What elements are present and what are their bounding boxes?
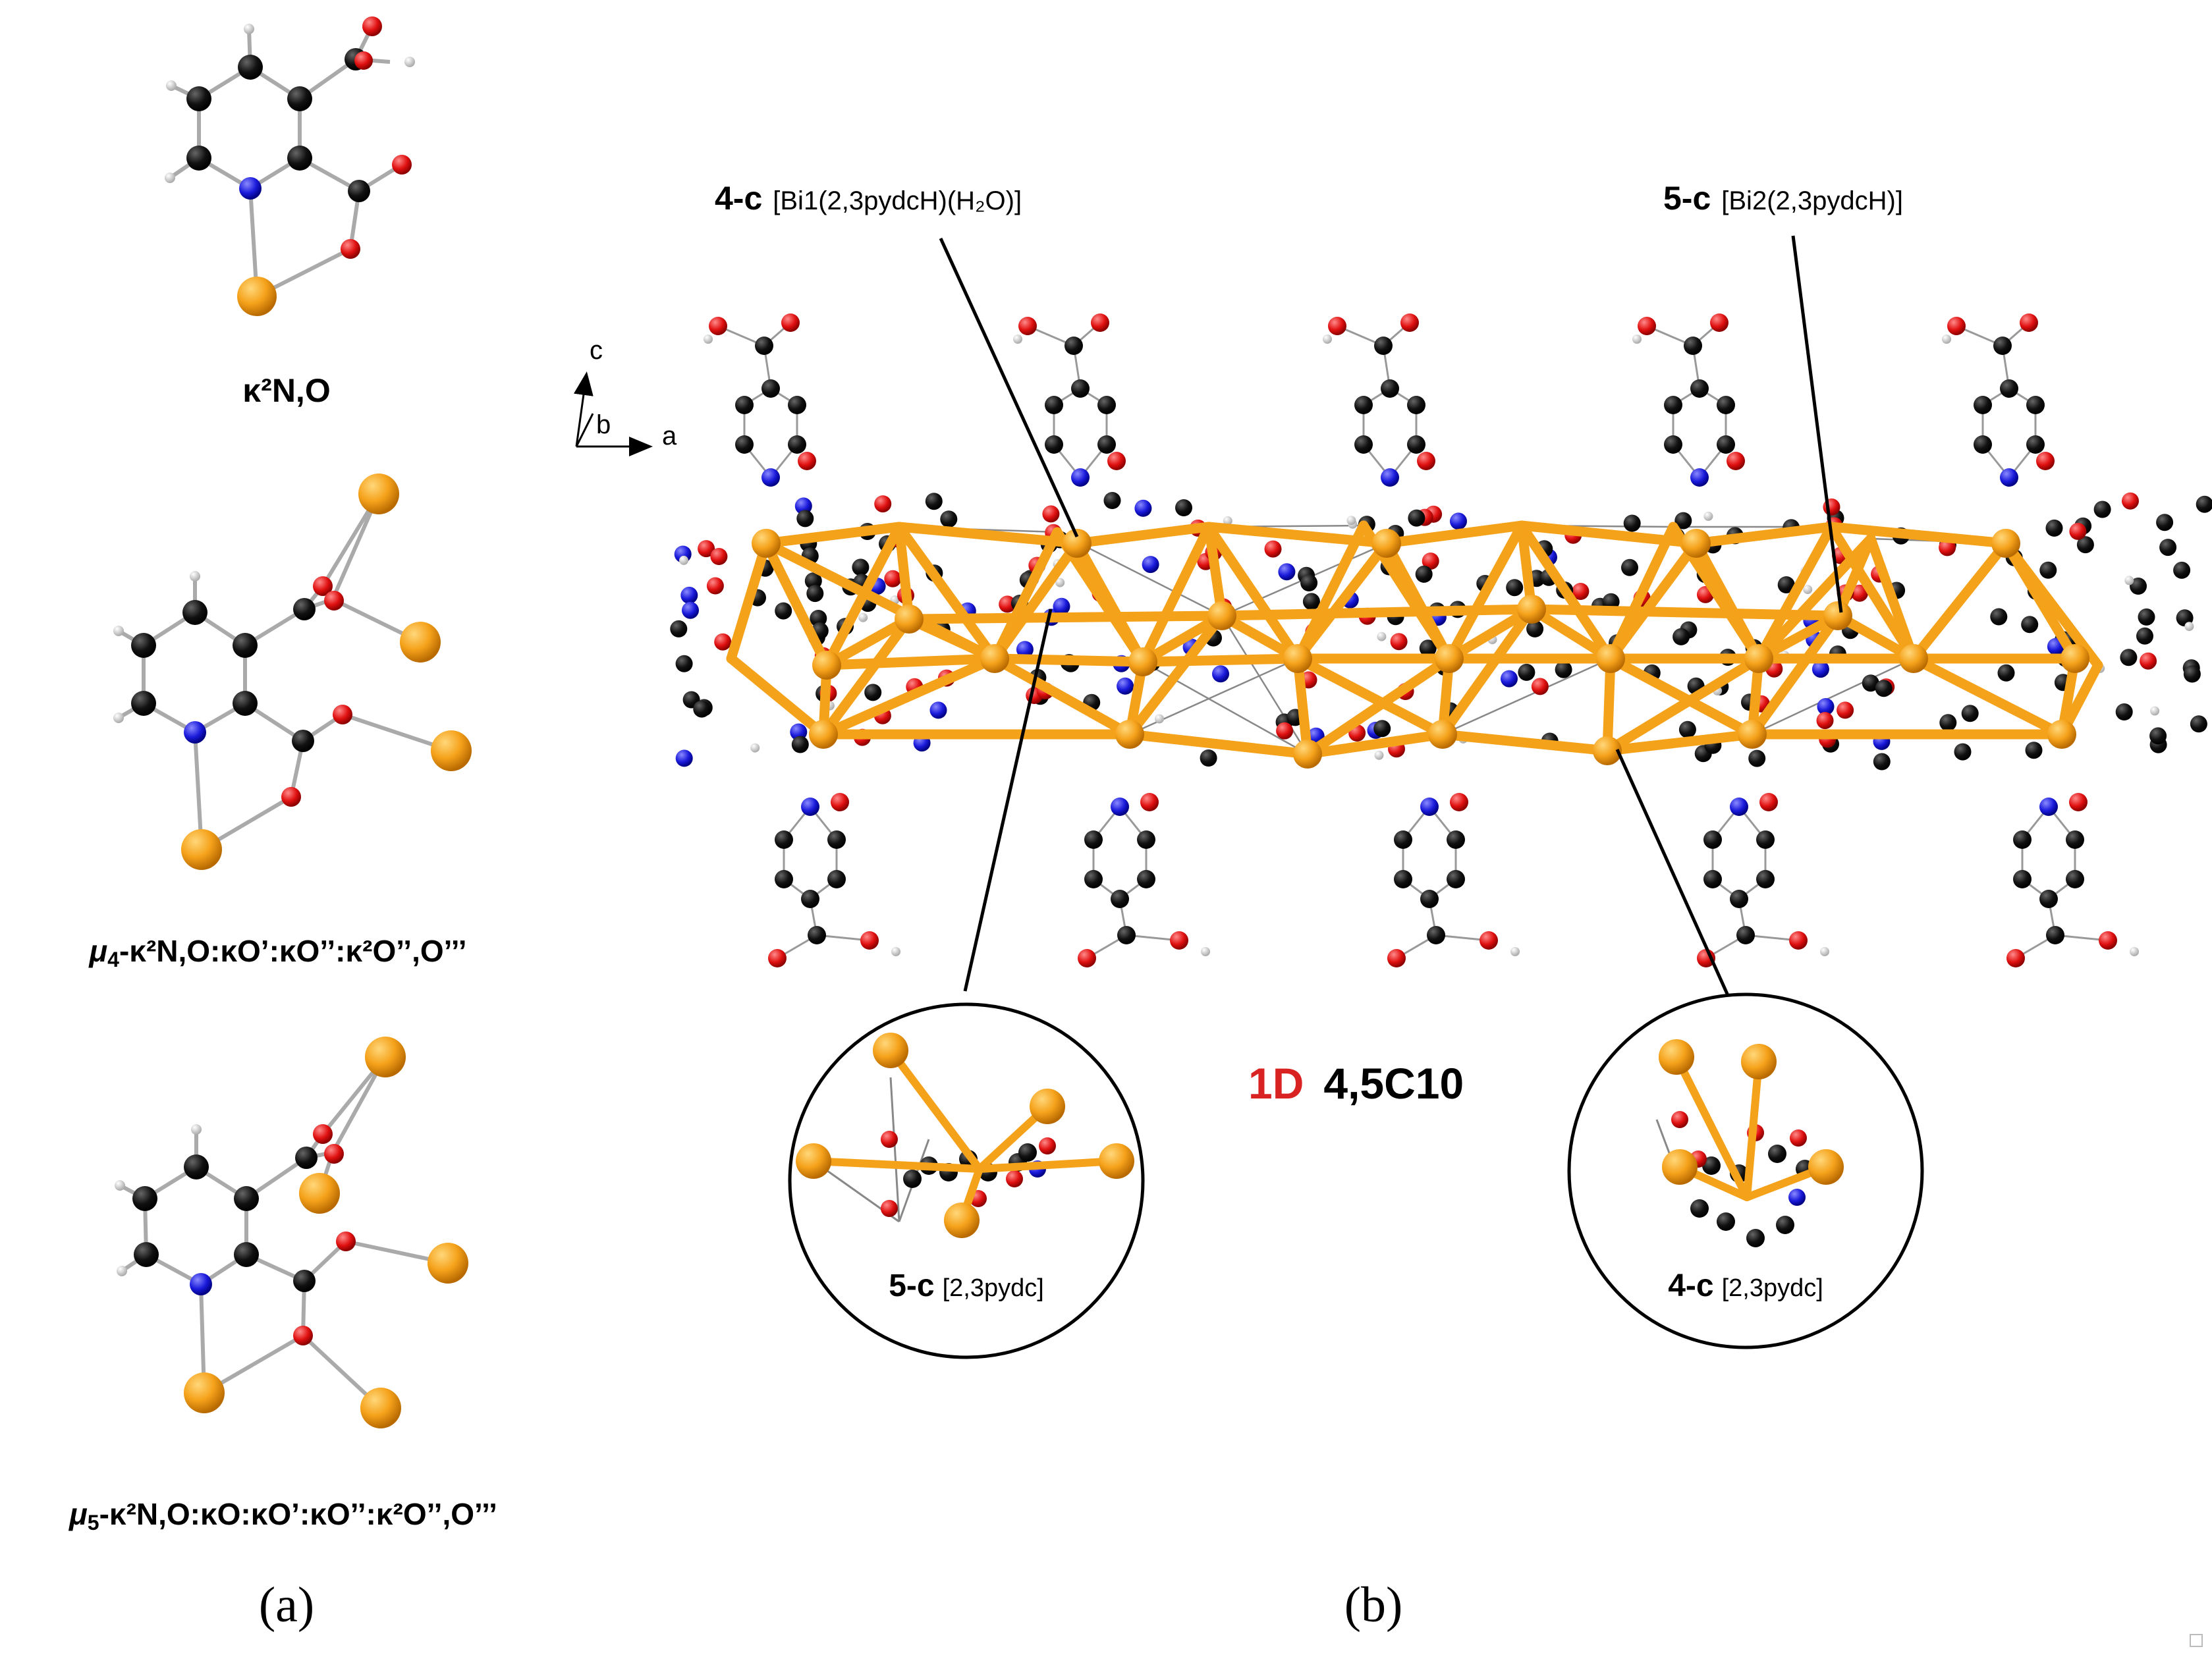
ligands-top <box>704 313 2055 487</box>
corner-mark <box>2190 1634 2203 1647</box>
ligand-top-0 <box>704 313 816 487</box>
bi-node <box>1738 720 1767 749</box>
axis-indicator <box>574 371 653 456</box>
axis-label-a: a <box>662 421 677 450</box>
bi-node <box>1063 529 1092 558</box>
bi-node <box>1744 644 1773 673</box>
bi-node <box>1435 644 1464 673</box>
mode-label-mu4: μ4-κ²N,O:κO’:κO’’:κ²O’’,O’’’ <box>88 934 466 971</box>
fragment-k2no-atoms <box>165 16 415 316</box>
node-label-5c: 5-c[Bi2(2,3pydcH)] <box>1663 180 1903 217</box>
node-label-4c: 4-c[Bi1(2,3pydcH)(H₂O)] <box>715 180 1022 217</box>
bi-node <box>752 529 781 558</box>
bi-node <box>980 644 1009 673</box>
ligands-bottom <box>768 793 2139 967</box>
inset-4c: 4-c[2,3pydc] <box>1567 992 1924 1349</box>
inset-5c: 5-c[2,3pydc] <box>788 1002 1145 1359</box>
pointer-lines <box>939 235 1843 1014</box>
mode-label-mu5: μ5-κ²N,O:κO:κO’:κO’’:κ²O’’,O’’’ <box>68 1497 497 1534</box>
bi-node <box>1991 529 2020 558</box>
axis-label-b: b <box>596 410 611 439</box>
bi-node <box>1823 601 1852 630</box>
bi-node <box>1207 601 1236 630</box>
ligand-top-2 <box>1323 313 1435 487</box>
bi-node <box>1899 644 1928 673</box>
bi-node <box>1293 740 1322 769</box>
bi-node <box>1682 529 1711 558</box>
bi-node <box>1517 595 1546 624</box>
inset-4c-label: 4-c[2,3pydc] <box>1668 1268 1823 1303</box>
bi-node <box>812 651 841 680</box>
panel-a-label: (a) <box>259 1577 314 1633</box>
bi-node <box>1283 644 1312 673</box>
fragment-mu4-atoms <box>113 474 472 870</box>
ligand-bottom-4 <box>2006 793 2139 967</box>
fragment-mu5-atoms <box>115 1037 468 1428</box>
bi-node <box>1128 647 1157 676</box>
panel-a: κ²N,O μ4-κ²N,O:κO’:κO’’:κ²O’’,O’’’ μ5-κ²… <box>68 16 497 1633</box>
bi-node <box>1596 644 1625 673</box>
bi-node <box>2047 720 2076 749</box>
bi-node <box>1428 720 1457 749</box>
axis-label-c: c <box>590 336 603 365</box>
ligand-top-4 <box>1942 313 2055 487</box>
topology-net <box>726 520 2103 759</box>
mode-label-k2no: κ²N,O <box>242 372 330 409</box>
fragment-mu5 <box>119 1056 449 1410</box>
ligand-top-3 <box>1632 313 1745 487</box>
panel-b-label: (b) <box>1344 1577 1403 1633</box>
inset-5c-label: 5-c[2,3pydc] <box>889 1268 1044 1303</box>
bi-node <box>1593 736 1622 765</box>
panel-b: c b a 4-c[Bi1(2,3pydcH)(H₂O)] 5-c[Bi2(2,… <box>574 180 2212 1633</box>
ligand-bottom-3 <box>1697 793 1829 967</box>
bismuth-nodes <box>752 529 2089 769</box>
ligand-bottom-2 <box>1387 793 1520 967</box>
bi-node <box>2060 644 2089 673</box>
bi-node <box>1372 529 1401 558</box>
bi-node <box>895 605 924 634</box>
bi-node <box>809 720 838 749</box>
ligand-bottom-1 <box>1078 793 1210 967</box>
bi-node <box>1115 720 1144 749</box>
ligand-bottom-0 <box>768 793 900 967</box>
ligand-top-1 <box>1013 313 1126 487</box>
